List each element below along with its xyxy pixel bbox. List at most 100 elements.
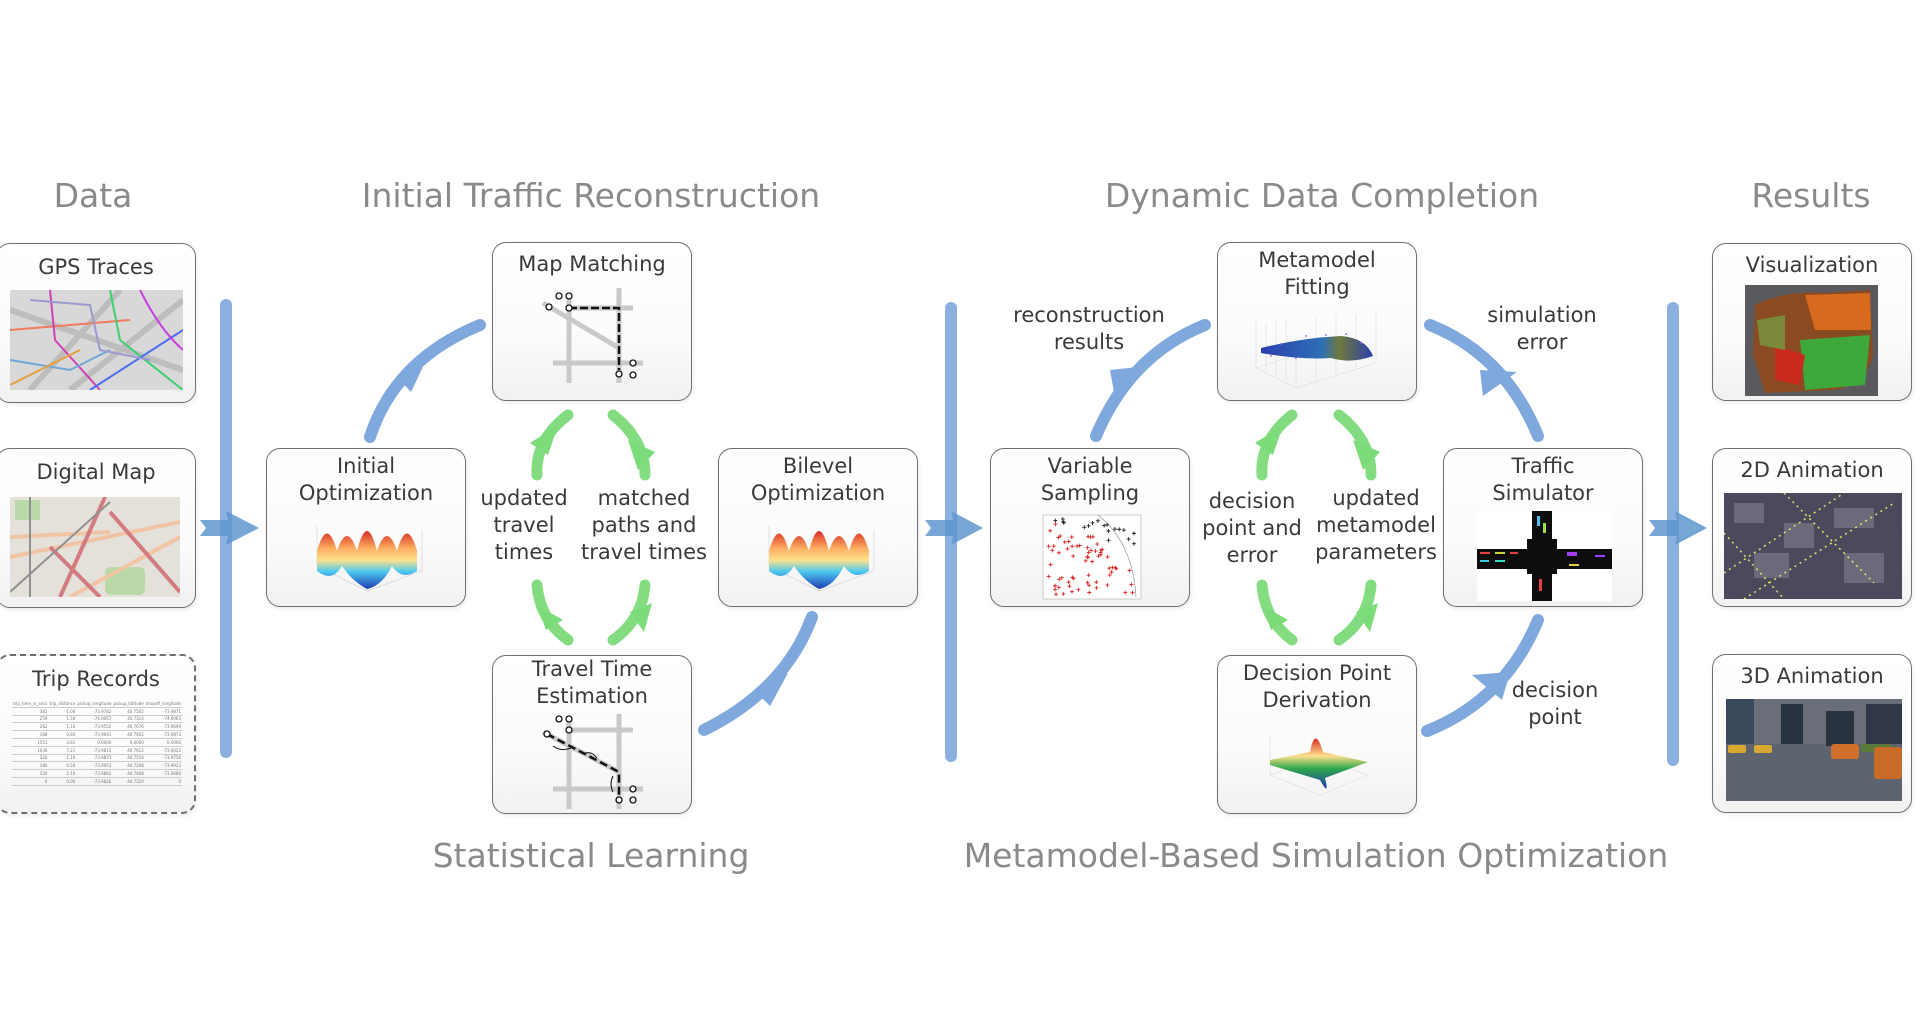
loop-left-upper (531, 409, 574, 481)
decision-point-derivation-title: Decision Point Derivation (1242, 661, 1392, 712)
trip-table-cell: -73.9826 (76, 777, 113, 786)
trip-table-cell: 520 (12, 769, 49, 778)
node-variable-sampling[interactable]: Variable Sampling (990, 448, 1190, 607)
node-initial-optimization[interactable]: Initial Optimization (266, 448, 466, 607)
gps-traces-image (10, 290, 183, 390)
trip-table-header: pickup_longitude (76, 700, 113, 708)
trip-table-cell: 1.10 (48, 754, 77, 763)
trip-table-cell: 0 (12, 777, 49, 786)
data-box-digital-map[interactable]: Digital Map (0, 448, 196, 608)
node-decision-point-derivation[interactable]: Decision Point Derivation (1217, 655, 1417, 814)
sample-point-marker (1071, 554, 1076, 559)
sample-point-marker (1131, 541, 1136, 546)
sample-point-marker (1048, 528, 1053, 533)
sample-point-marker (1090, 559, 1095, 564)
sample-point-marker (1057, 577, 1062, 582)
trip-table-cell: 0.0000 (76, 738, 113, 747)
trip-table-cell: -74.0063 (144, 715, 182, 724)
sample-point-marker (1070, 575, 1075, 580)
map-matching-title: Map Matching (518, 252, 666, 276)
traffic-simulator-title: Traffic Simulator (1492, 454, 1594, 505)
sample-point-marker (1052, 583, 1057, 588)
arrowhead-bilevel-to-estimation (754, 673, 788, 706)
sample-point-marker (1061, 591, 1066, 596)
sample-point-marker (1094, 585, 1099, 590)
node-travel-time-estimation[interactable]: Travel Time Estimation (492, 655, 692, 814)
sample-point-marker (1050, 548, 1055, 553)
sample-point-marker (1105, 522, 1110, 527)
trip-table-cell: -73.9699 (144, 722, 182, 732)
label-decision-point: decision point (1511, 678, 1599, 729)
result-box-visualization[interactable]: Visualization (1712, 243, 1912, 401)
trip-table-cell: 40.7676 (112, 722, 145, 732)
sample-point-marker (1075, 544, 1080, 549)
sample-point-marker (1069, 534, 1074, 539)
node-traffic-simulator[interactable]: Traffic Simulator (1443, 448, 1643, 607)
label-simulation-error: simulation error (1487, 303, 1597, 354)
trip-table-cell: -73.9873 (76, 754, 113, 763)
sample-point-marker (1132, 531, 1137, 536)
trip-table-cell: 2.10 (48, 769, 77, 778)
sample-point-marker (1086, 573, 1091, 578)
sample-point-marker (1086, 523, 1091, 528)
sample-point-marker (1053, 522, 1058, 527)
node-map-matching[interactable]: Map Matching (492, 242, 692, 401)
metamodel-fitting-title: Metamodel Fitting (1258, 248, 1376, 299)
bilevel-optimization-title: Bilevel Optimization (750, 454, 886, 505)
trip-table-cell: 40.7516 (112, 754, 145, 763)
trip-table-cell: -73.9871 (144, 707, 182, 716)
arrowhead-simulator-to-fitting (1480, 370, 1517, 396)
sample-point-marker (1066, 539, 1071, 544)
sample-point-marker (1095, 518, 1100, 523)
sample-point-marker (1093, 549, 1098, 554)
sample-point-marker (1087, 583, 1092, 588)
sample-point-marker (1060, 517, 1065, 522)
trip-table-cell: -73.9782 (76, 707, 113, 716)
visualization-image (1745, 285, 1878, 396)
trip-table-cell: -73.9953 (76, 761, 113, 771)
sample-point-marker (1051, 544, 1056, 549)
label-reconstruction-results: reconstruction results (1013, 303, 1165, 354)
2d-animation-title: 2D Animation (1740, 458, 1884, 482)
sample-point-marker (1095, 542, 1100, 547)
trip-table-cell: 0.0000 (112, 738, 145, 747)
sample-point-marker (1053, 518, 1058, 523)
result-box-2d-animation[interactable]: 2D Animation (1712, 448, 1912, 607)
sample-point-marker (1090, 520, 1095, 525)
sample-point-marker (1062, 540, 1067, 545)
sample-point-marker (1127, 568, 1132, 573)
sample-point-marker (1085, 545, 1090, 550)
sample-point-marker (1089, 548, 1094, 553)
sample-point-marker (1109, 570, 1114, 575)
initial-optimization-title: Initial Optimization (298, 454, 434, 505)
variable-sampling-title: Variable Sampling (1040, 454, 1140, 505)
sample-point-marker (1102, 523, 1107, 528)
node-bilevel-optimization[interactable]: Bilevel Optimization (718, 448, 918, 607)
loop2-right-lower (1333, 579, 1377, 646)
trip-table-cell: -74.0067 (76, 715, 113, 724)
loop-right-upper (607, 409, 651, 481)
section-title-initial-reconstruction: Initial Traffic Reconstruction (361, 176, 821, 215)
trip-table-cell: 1.10 (48, 722, 77, 732)
sample-point-marker (1126, 537, 1131, 542)
3d-animation-title: 3D Animation (1740, 664, 1884, 688)
sample-point-marker (1087, 590, 1092, 595)
trip-table-cell: 7.21 (48, 746, 77, 755)
sample-point-marker (1077, 543, 1082, 548)
result-box-3d-animation[interactable]: 3D Animation (1712, 654, 1912, 813)
sample-point-marker (1056, 550, 1061, 555)
trip-table-cell: -73.9756 (144, 754, 182, 763)
data-box-gps-traces[interactable]: GPS Traces (0, 243, 196, 403)
trip-table-cell: -73.9422 (144, 746, 182, 755)
node-metamodel-fitting[interactable]: Metamodel Fitting (1217, 242, 1417, 401)
trip-table-cell: 0.0000 (144, 738, 182, 747)
section-title-dynamic-completion: Dynamic Data Completion (1104, 176, 1540, 215)
section-title-statistical-learning: Statistical Learning (432, 836, 750, 875)
